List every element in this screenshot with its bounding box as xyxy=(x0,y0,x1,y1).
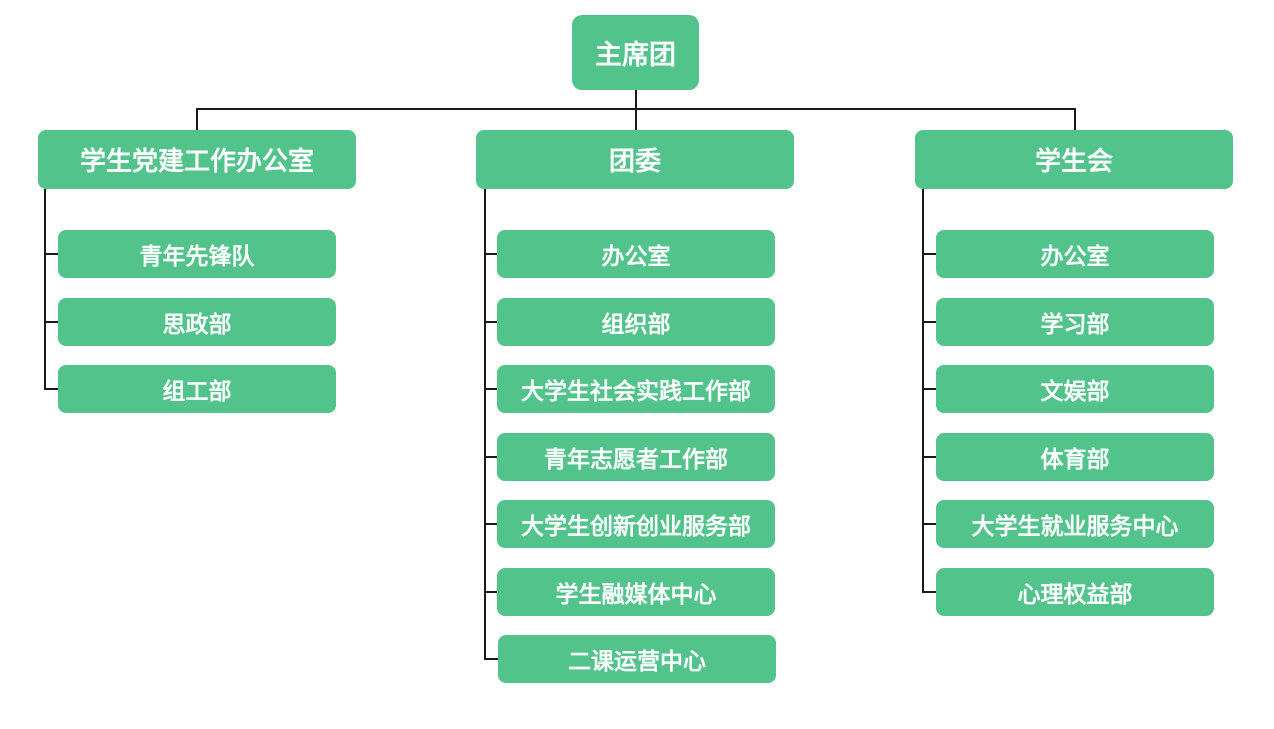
dept-node: 青年先锋队 xyxy=(58,230,336,278)
dept-node: 大学生创新创业服务部 xyxy=(497,500,775,548)
drop-line-col-0 xyxy=(196,108,198,130)
branch-line xyxy=(44,253,58,255)
dept-node: 学生融媒体中心 xyxy=(497,568,775,616)
branch-line xyxy=(484,591,498,593)
dept-node: 组工部 xyxy=(58,365,336,413)
root-stem-line xyxy=(635,90,637,109)
spine-line-col-2 xyxy=(922,189,924,592)
spine-line-col-0 xyxy=(44,189,46,389)
branch-line xyxy=(922,253,936,255)
branch-line xyxy=(922,523,936,525)
dept-node: 组织部 xyxy=(497,298,775,346)
root-node: 主席团 xyxy=(572,15,699,90)
branch-line xyxy=(484,321,498,323)
dept-node: 学习部 xyxy=(936,298,1214,346)
spine-line-col-1 xyxy=(484,189,486,660)
dept-node: 体育部 xyxy=(936,433,1214,481)
branch-line xyxy=(484,388,498,390)
dept-node: 办公室 xyxy=(497,230,775,278)
branch-line xyxy=(922,321,936,323)
branch-line xyxy=(922,591,936,593)
dept-node: 大学生社会实践工作部 xyxy=(497,365,775,413)
column-head-student-union: 学生会 xyxy=(915,130,1233,189)
dept-node: 二课运营中心 xyxy=(498,635,776,683)
branch-line xyxy=(922,388,936,390)
dept-node: 青年志愿者工作部 xyxy=(497,433,775,481)
branch-line xyxy=(922,456,936,458)
dept-node: 心理权益部 xyxy=(936,568,1214,616)
drop-line-col-2 xyxy=(1074,108,1076,130)
dept-node: 思政部 xyxy=(58,298,336,346)
branch-line xyxy=(484,523,498,525)
branch-line xyxy=(484,456,498,458)
dept-node: 文娱部 xyxy=(936,365,1214,413)
column-head-youth-league: 团委 xyxy=(476,130,794,189)
branch-line xyxy=(44,388,58,390)
dept-node: 办公室 xyxy=(936,230,1214,278)
branch-line xyxy=(44,321,58,323)
column-head-party-office: 学生党建工作办公室 xyxy=(38,130,356,189)
drop-line-col-1 xyxy=(635,108,637,130)
dept-node: 大学生就业服务中心 xyxy=(936,500,1214,548)
branch-line xyxy=(484,253,498,255)
branch-line xyxy=(484,658,498,660)
